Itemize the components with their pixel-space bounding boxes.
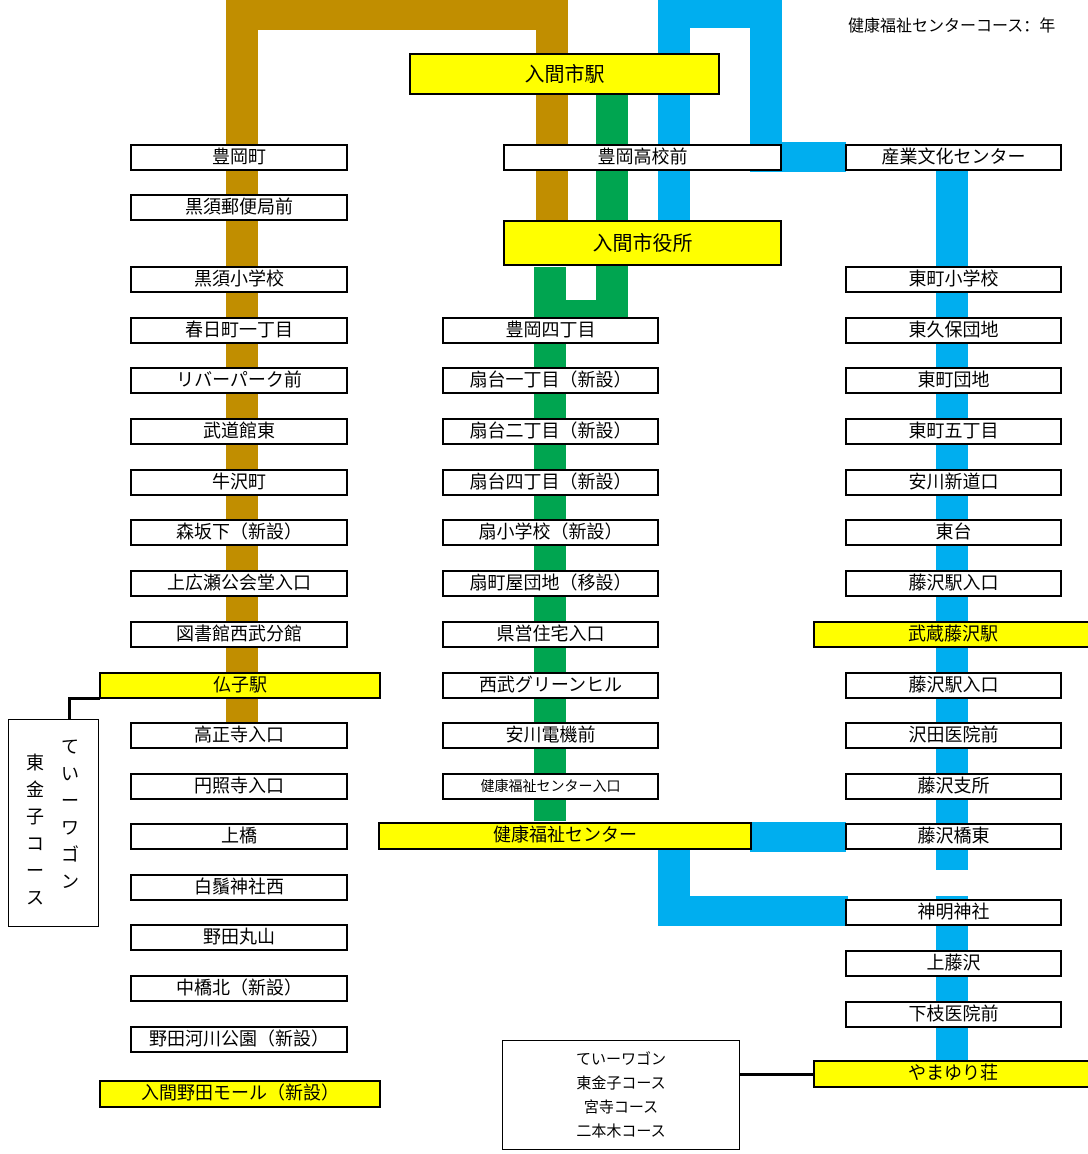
blue-route-south-horizontal [658,896,848,926]
stop-ogidai-2[interactable]: 扇台二丁目（新設） [442,418,659,445]
stop-kurosu-shogakko[interactable]: 黒須小学校 [130,266,348,293]
stop-fujisawa-shisho[interactable]: 藤沢支所 [845,773,1062,800]
stop-koshoji-iriguchi[interactable]: 高正寺入口 [130,722,348,749]
side-note-col-course: 東金子コース [26,753,44,909]
stop-higashimachi-5[interactable]: 東町五丁目 [845,418,1062,445]
stop-noda-kasen-koen[interactable]: 野田河川公園（新設） [130,1026,348,1053]
iruma-noda-mall[interactable]: 入間野田モール（新設） [99,1080,381,1108]
stop-kamibashi[interactable]: 上橋 [130,823,348,850]
stop-kasuga-cho-1[interactable]: 春日町一丁目 [130,317,348,344]
stop-ushizawa-cho[interactable]: 牛沢町 [130,469,348,496]
stop-ogidai-1[interactable]: 扇台一丁目（新設） [442,367,659,394]
stop-fujisawa-eki-iriguchi-upper[interactable]: 藤沢駅入口 [845,570,1062,597]
stop-ogi-shogakko[interactable]: 扇小学校（新設） [442,519,659,546]
stop-yasukawa-shindoguchi[interactable]: 安川新道口 [845,469,1062,496]
stop-budokan-higashi[interactable]: 武道館東 [130,418,348,445]
stop-river-park-mae[interactable]: リバーパーク前 [130,367,348,394]
stop-nakabashi-kita[interactable]: 中橋北（新設） [130,975,348,1002]
stop-kenko-center-iriguchi[interactable]: 健康福祉センター入口 [442,773,659,800]
musashi-fujisawa-station[interactable]: 武蔵藤沢駅 [813,621,1088,648]
blue-route-lower-vertical [936,896,968,1076]
legend-box: ていーワゴン 東金子コース 宮寺コース 二本木コース [502,1040,740,1150]
side-note-col-wagon: ていーワゴン [61,737,79,893]
stop-fujisawa-eki-iriguchi-lower[interactable]: 藤沢駅入口 [845,672,1062,699]
stop-kenei-jutaku[interactable]: 県営住宅入口 [442,621,659,648]
yamayuri-connector [740,1073,814,1076]
stop-higashidai[interactable]: 東台 [845,519,1062,546]
kenko-fukushi-center[interactable]: 健康福祉センター [378,822,752,850]
header-note: 健康福祉センターコース：年 [848,16,1056,35]
stop-toyooka-4[interactable]: 豊岡四丁目 [442,317,659,344]
stop-shirahige-jinja-nishi[interactable]: 白鬚神社西 [130,874,348,901]
legend-line-nihongi: 二本木コース [576,1122,666,1140]
legend-line-higashikaneko: 東金子コース [576,1074,666,1092]
stop-noda-maruyama[interactable]: 野田丸山 [130,924,348,951]
bushi-station[interactable]: 仏子駅 [99,672,381,699]
bushi-connector-vertical [68,697,71,721]
stop-kamifujisawa[interactable]: 上藤沢 [845,950,1062,977]
side-note-box: 東金子コース ていーワゴン [8,719,99,927]
brown-route-right-vertical [536,0,568,224]
stop-sawada-iin-mae[interactable]: 沢田医院前 [845,722,1062,749]
stop-ogimachiya-danchi[interactable]: 扇町屋団地（移設） [442,570,659,597]
stop-higashimachi-shogakko[interactable]: 東町小学校 [845,266,1062,293]
stop-kamihirose-kokaido[interactable]: 上広瀬公会堂入口 [130,570,348,597]
blue-route-left-up [658,0,690,224]
blue-route-east-vertical [936,150,968,870]
green-route-elbow [534,300,628,318]
stop-toyooka-koko-mae[interactable]: 豊岡高校前 [503,144,782,171]
stop-fujisawabashi-higashi[interactable]: 藤沢橋東 [845,823,1062,850]
stop-yasukawa-denki-mae[interactable]: 安川電機前 [442,722,659,749]
stop-toyooka-cho[interactable]: 豊岡町 [130,144,348,171]
stop-ogidai-4[interactable]: 扇台四丁目（新設） [442,469,659,496]
stop-seibu-greenhill[interactable]: 西武グリーンヒル [442,672,659,699]
legend-line-wagon: ていーワゴン [575,1050,666,1068]
blue-route-center-link [750,822,846,852]
stop-sangyo-bunka-center[interactable]: 産業文化センター [845,144,1062,171]
stop-toshokan-seibu[interactable]: 図書館西武分館 [130,621,348,648]
stop-morisakashita[interactable]: 森坂下（新設） [130,519,348,546]
stop-higashikubo-danchi[interactable]: 東久保団地 [845,317,1062,344]
stop-enshoji-iriguchi[interactable]: 円照寺入口 [130,773,348,800]
stop-higashimachi-danchi[interactable]: 東町団地 [845,367,1062,394]
bushi-connector-horizontal [68,697,100,700]
brown-route-top [226,0,568,30]
stop-shinmei-jinja[interactable]: 神明神社 [845,899,1062,926]
iruma-city-hall[interactable]: 入間市役所 [503,220,782,266]
iruma-station[interactable]: 入間市駅 [409,53,720,95]
stop-shimoeda-iin-mae[interactable]: 下枝医院前 [845,1001,1062,1028]
stop-kurosu-yubinkyoku-mae[interactable]: 黒須郵便局前 [130,194,348,221]
legend-line-miyadera: 宮寺コース [583,1098,659,1116]
yamayurisou[interactable]: やまゆり荘 [813,1060,1088,1088]
